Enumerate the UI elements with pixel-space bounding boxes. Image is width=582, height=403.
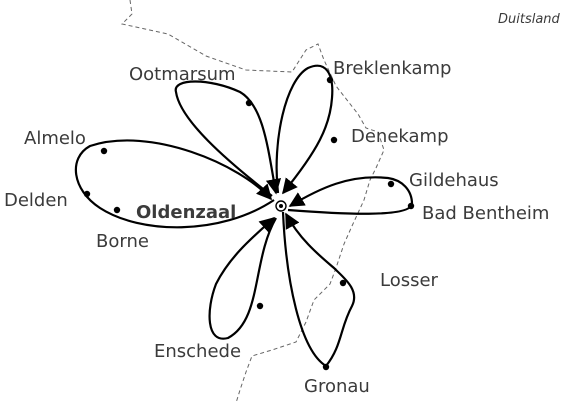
stop-enschede bbox=[256, 302, 264, 310]
stop-borne bbox=[113, 206, 121, 214]
stop-ootmarsum bbox=[245, 99, 253, 107]
country-label: Duitsland bbox=[498, 12, 561, 27]
stop-gildehaus bbox=[387, 180, 395, 188]
place-label-borne: Borne bbox=[96, 231, 149, 252]
route-enschede bbox=[208, 216, 277, 340]
place-label-delden: Delden bbox=[4, 190, 68, 211]
place-label-breklenkamp: Breklenkamp bbox=[333, 58, 451, 79]
route-almelo-delden-borne bbox=[74, 139, 275, 229]
route-ootmarsum bbox=[174, 80, 282, 197]
place-label-almelo: Almelo bbox=[24, 128, 86, 149]
stop-denekamp bbox=[330, 136, 338, 144]
stop-almelo bbox=[100, 147, 108, 155]
route-losser-gronau bbox=[281, 211, 356, 368]
national-border bbox=[120, 0, 385, 403]
hub-marker-icon bbox=[275, 200, 287, 212]
place-label-losser: Losser bbox=[380, 270, 439, 291]
stop-bad-bentheim bbox=[407, 202, 415, 210]
route-breklenkamp-denekamp bbox=[275, 64, 334, 195]
stop-delden bbox=[83, 190, 91, 198]
stop-losser bbox=[339, 279, 347, 287]
place-label-gronau: Gronau bbox=[304, 376, 370, 397]
place-label-bad-bentheim: Bad Bentheim bbox=[422, 203, 549, 224]
place-label-gildehaus: Gildehaus bbox=[409, 170, 499, 191]
hub-label: Oldenzaal bbox=[136, 202, 236, 223]
stop-gronau bbox=[322, 363, 330, 371]
place-label-ootmarsum: Ootmarsum bbox=[129, 64, 236, 85]
route-gildehaus-bad-bentheim bbox=[287, 176, 414, 215]
place-label-denekamp: Denekamp bbox=[351, 126, 449, 147]
place-label-enschede: Enschede bbox=[154, 341, 241, 362]
stop-breklenkamp bbox=[326, 76, 334, 84]
